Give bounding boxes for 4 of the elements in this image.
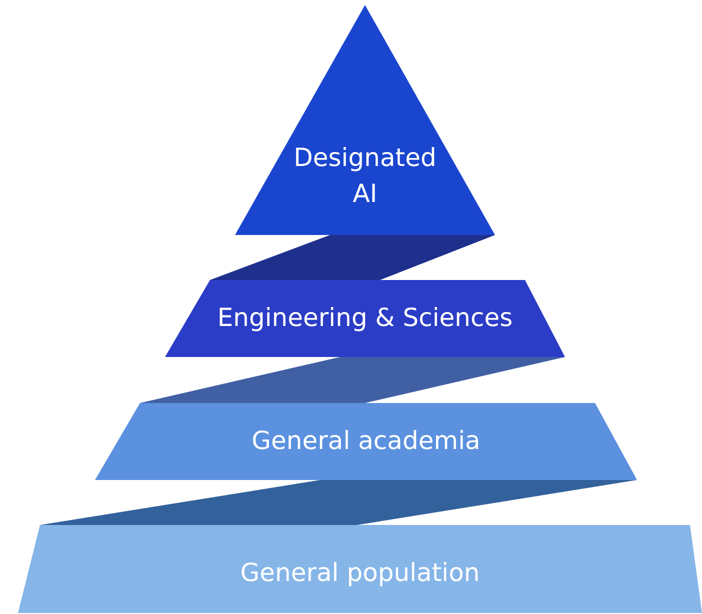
tier-label: General population — [239, 557, 481, 589]
tier-label: General academia — [250, 425, 482, 457]
tier-label: Engineering & Sciences — [216, 302, 514, 334]
tier-label: Designated AI — [292, 142, 438, 210]
